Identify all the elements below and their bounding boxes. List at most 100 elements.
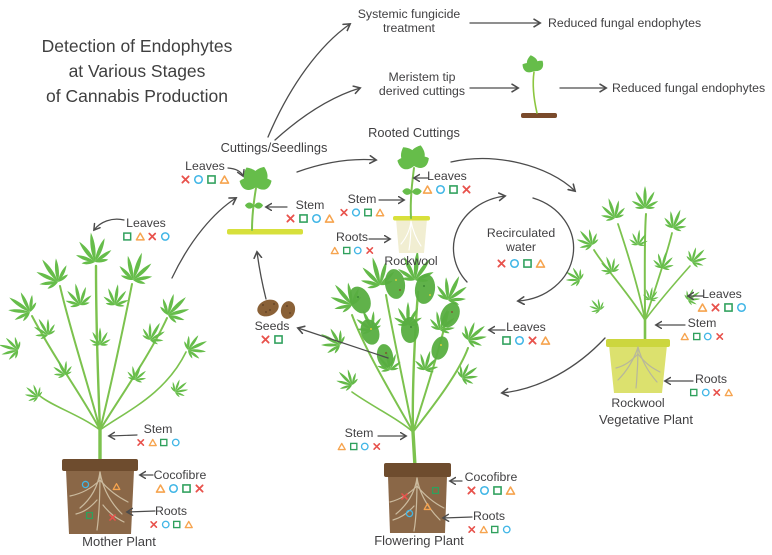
arrow-rooted-to-vegetative [450, 158, 577, 193]
mother-cocofibre-label: Cocofibre [149, 468, 211, 494]
triangle-icon [135, 232, 145, 241]
symbol-row [501, 335, 551, 346]
square-icon [449, 185, 458, 194]
triangle-icon [535, 259, 546, 269]
recirculation-arc-left [452, 192, 507, 283]
label-text: Leaves [702, 287, 742, 301]
circle-icon [360, 442, 369, 451]
recirculated-line-1: Recirculated [486, 226, 556, 240]
triangle-icon [505, 486, 516, 495]
flowering-cocofibre-label: Cocofibre [460, 470, 522, 496]
circle-icon [435, 184, 446, 195]
square-icon [493, 486, 502, 495]
x-icon [713, 389, 721, 396]
circle-icon [171, 438, 180, 447]
seeds-label: Seeds [249, 319, 295, 345]
flower-buds [349, 269, 460, 368]
x-icon [467, 486, 476, 495]
triangle-icon [697, 303, 708, 312]
label-text: Seeds [254, 319, 290, 333]
systemic-line-2: treatment [383, 21, 435, 36]
symbol-row [460, 485, 522, 496]
triangle-icon [219, 175, 230, 184]
label-pointer-arrows [93, 167, 704, 523]
x-icon [340, 208, 348, 217]
square-icon [123, 232, 132, 241]
square-icon [692, 332, 701, 341]
title-line-1: Detection of Endophytes [41, 36, 233, 56]
x-icon [715, 333, 723, 340]
meristem-label: Meristem tip derived cuttings [370, 70, 474, 98]
label-text: Leaves [126, 216, 166, 230]
circle-icon [502, 525, 511, 534]
flowering-roots-label: Roots [467, 509, 511, 535]
label-text: Stem [143, 422, 173, 436]
systemic-line-1: Systemic fungicide [357, 7, 461, 21]
label-text: Stem [687, 316, 717, 330]
x-icon [497, 259, 506, 268]
x-icon [137, 439, 145, 446]
square-icon [523, 259, 532, 269]
flowering-stem-label: Stem [337, 426, 381, 452]
recirculation-arc-right [516, 197, 575, 306]
x-icon [372, 443, 380, 450]
label-text: Roots [472, 509, 506, 523]
square-icon [502, 336, 511, 345]
meristem-line-1: Meristem tip [388, 70, 456, 84]
label-text: Stem [295, 198, 325, 212]
x-icon [286, 214, 295, 223]
mother-leaves-label: Leaves [122, 216, 170, 242]
x-icon [468, 526, 476, 533]
cuttings-stem-label: Stem [284, 198, 336, 224]
vegetative-roots-label: Roots [689, 372, 733, 398]
mother-caption: Mother Plant [82, 534, 156, 549]
square-icon [689, 388, 698, 397]
circle-icon [479, 485, 490, 496]
rooted-roots-label: Roots [330, 230, 374, 256]
square-icon [724, 303, 733, 312]
arrow-to-systemic [267, 22, 352, 138]
triangle-icon [337, 442, 346, 451]
triangle-icon [155, 484, 166, 493]
seeds-illustration [257, 299, 296, 319]
circle-icon [701, 388, 710, 397]
cuttings-heading: Cuttings/Seedlings [220, 140, 328, 155]
square-icon [490, 525, 499, 534]
symbol-row [467, 524, 511, 535]
x-icon [195, 484, 204, 493]
vegetative-caption: Vegetative Plant [599, 412, 693, 427]
triangle-icon [148, 438, 157, 447]
vegetative-pot [606, 339, 670, 393]
symbol-row [689, 387, 733, 398]
vegetative-plant-illustration [560, 186, 713, 393]
symbol-row [284, 213, 336, 224]
title-line-2: at Various Stages [68, 61, 206, 81]
rooted-rockwool-label: Rockwool [384, 254, 438, 268]
triangle-icon [540, 336, 551, 345]
circle-icon [168, 483, 179, 494]
symbol-row [330, 245, 374, 256]
vegetative-leaves-label: Leaves [697, 287, 747, 313]
arrow-cuttings-to-rooted [296, 155, 378, 173]
rooted-stem-label: Stem [339, 192, 385, 218]
circle-icon [703, 332, 712, 341]
reduced-endophytes-2: Reduced fungal endophytes [612, 81, 766, 95]
flow-arrows [171, 18, 608, 397]
label-text: Roots [335, 230, 369, 244]
triangle-icon [422, 185, 433, 194]
square-icon [274, 335, 283, 344]
x-icon [261, 335, 270, 344]
x-icon [462, 185, 471, 194]
reduced-endophytes-1: Reduced fungal endophytes [548, 16, 702, 30]
square-icon [182, 484, 191, 493]
label-text: Leaves [185, 159, 225, 173]
x-icon [181, 175, 190, 184]
rooted-heading: Rooted Cuttings [368, 125, 460, 140]
square-icon [364, 208, 372, 217]
systemic-fungicide-label: Systemic fungicide treatment [352, 7, 466, 35]
circle-icon [311, 213, 322, 224]
symbol-row [339, 207, 385, 218]
triangle-icon [184, 520, 193, 529]
label-text: Roots [694, 372, 728, 386]
